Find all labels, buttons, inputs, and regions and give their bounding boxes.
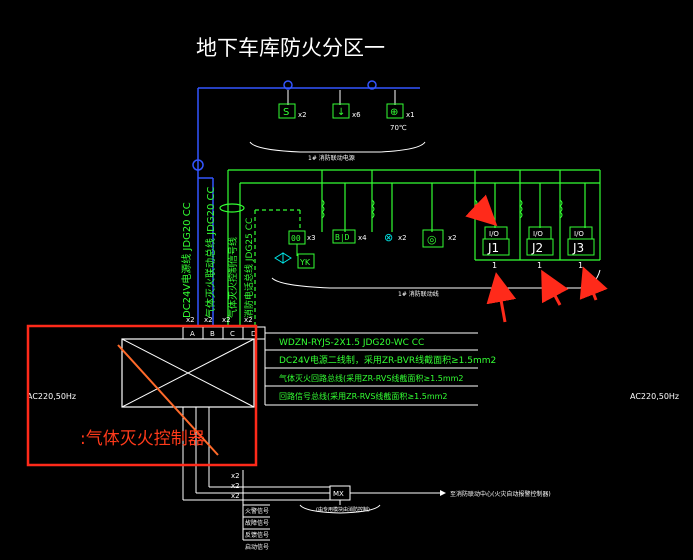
cable-spec-4: 回路信号总线(采用ZR-RVS线截面积≥1.5mm2	[279, 391, 448, 401]
arrow-up-j2	[541, 269, 569, 306]
svg-text:x4: x4	[358, 234, 367, 242]
svg-text:1: 1	[492, 261, 497, 270]
svg-text:J2: J2	[531, 241, 543, 255]
mx-module-label: MX	[333, 490, 344, 498]
yk-valve-icon: YK	[299, 258, 311, 267]
svg-text:J3: J3	[572, 241, 584, 255]
gas-extinguishing-controller	[121, 338, 255, 408]
speaker-group: 00 x3 YK	[274, 230, 316, 269]
svg-text:I/O: I/O	[489, 230, 499, 238]
top-drops	[249, 90, 426, 153]
mx-output-caption: 至消防联动中心(火灾自动报警控制器)	[450, 490, 551, 498]
annotation-slash	[117, 344, 219, 456]
power-label-right: AC220,50Hz	[630, 392, 679, 401]
svg-text:x2: x2	[222, 316, 231, 324]
mx-output-arrow	[440, 490, 446, 496]
svg-text:J1: J1	[487, 241, 499, 255]
module-bus-caption: 1# 消防联动线	[398, 290, 439, 298]
diagram-title: 地下车库防火分区一	[196, 36, 385, 60]
annotation-box	[26, 324, 258, 467]
svg-text:I/O: I/O	[533, 230, 543, 238]
io-module-j3: I/O J3 1	[567, 226, 595, 270]
svg-text:x2: x2	[298, 111, 307, 119]
mx-module: MX	[329, 485, 351, 501]
heat-detector-icon: ↓	[337, 107, 345, 118]
speaker-icon: 00	[291, 234, 301, 243]
svg-text:x2: x2	[448, 234, 457, 242]
arrow-up-j1	[486, 272, 517, 323]
svg-text:火警信号: 火警信号	[245, 507, 269, 515]
cable-spec-2: DC24V电源二线制，采用ZR-BVR线截面积≥1.5mm2	[279, 354, 496, 366]
svg-text:x2: x2	[231, 492, 240, 500]
svg-text:x2: x2	[231, 472, 240, 480]
mx-caption: (由专用模块由消防控制)	[316, 506, 370, 513]
cable-label-3: 气体灭火控制信号线	[227, 237, 239, 318]
red-arrows	[465, 194, 608, 323]
terminal-d: D	[251, 330, 256, 338]
alarm-bell-icon: B|D	[335, 233, 350, 242]
terminal-counts: x2 x2 x2 x2	[186, 316, 253, 324]
svg-text:x2: x2	[398, 234, 407, 242]
green-bus	[219, 169, 601, 325]
arrow-up-j3	[579, 266, 608, 301]
svg-text:启动信号: 启动信号	[245, 543, 269, 551]
cable-label-2: 气体灭火联动总线 JDG20 CC	[204, 187, 217, 318]
cable-spec-1: WDZN-RYJS-2X1.5 JDG20-WC CC	[279, 338, 424, 348]
svg-text:x3: x3	[307, 234, 316, 242]
terminal-strip: A B C D	[182, 326, 266, 340]
temp-detector-group: ⊕ x1 70℃	[386, 103, 415, 132]
cable-label-1: DC24V电源线 JDG20 CC	[180, 202, 193, 318]
svg-text:1: 1	[578, 261, 583, 270]
svg-text:x2: x2	[186, 316, 195, 324]
io-module-j2: I/O J2 1	[526, 226, 554, 270]
svg-text:70℃: 70℃	[390, 124, 407, 132]
io-module-j1: I/O J1 1	[482, 226, 510, 270]
terminal-b: B	[210, 330, 215, 338]
smoke-detector-icon: S	[283, 107, 289, 118]
terminal-a: A	[190, 330, 195, 338]
arrow-to-j1	[465, 194, 498, 227]
terminal-c: C	[230, 330, 235, 338]
annotation-label: :气体灭火控制器	[80, 429, 205, 449]
strobe-light-icon: ⊗	[384, 231, 393, 244]
coil-symbols	[321, 199, 563, 219]
heat-detector-group: ↓ x6	[332, 103, 361, 119]
cable-spec-table	[264, 332, 478, 406]
smoke-detector-group: S x2	[278, 103, 307, 119]
svg-text:反馈信号: 反馈信号	[245, 531, 269, 539]
svg-text:x2: x2	[244, 316, 253, 324]
cable-label-4: 消防电话总线 JDG25 CC	[243, 218, 255, 318]
siren-icon: ◎	[427, 233, 437, 246]
lower-wiring	[182, 407, 440, 541]
svg-text:故障信号: 故障信号	[245, 519, 269, 527]
temp-detector-icon: ⊕	[390, 107, 398, 118]
blue-bus	[192, 80, 420, 325]
top-bus-caption: 1# 消防联动电源	[308, 154, 355, 162]
power-label-left: AC220,50Hz	[27, 392, 76, 401]
svg-text:x2: x2	[204, 316, 213, 324]
bottom-counts: x2 x2 x2	[231, 472, 240, 500]
cable-spec-3: 气体灭火回路总线(采用ZR-RVS线截面积≥1.5mm2	[279, 373, 464, 383]
svg-text:I/O: I/O	[574, 230, 584, 238]
mid-devices: B|D x4 ⊗ x2 ◎ x2	[332, 229, 457, 248]
svg-text:x2: x2	[231, 482, 240, 490]
svg-text:x1: x1	[406, 111, 415, 119]
svg-text:1: 1	[537, 261, 542, 270]
svg-text:x6: x6	[352, 111, 361, 119]
bottom-signals: 火警信号 故障信号 反馈信号 启动信号	[245, 507, 269, 551]
